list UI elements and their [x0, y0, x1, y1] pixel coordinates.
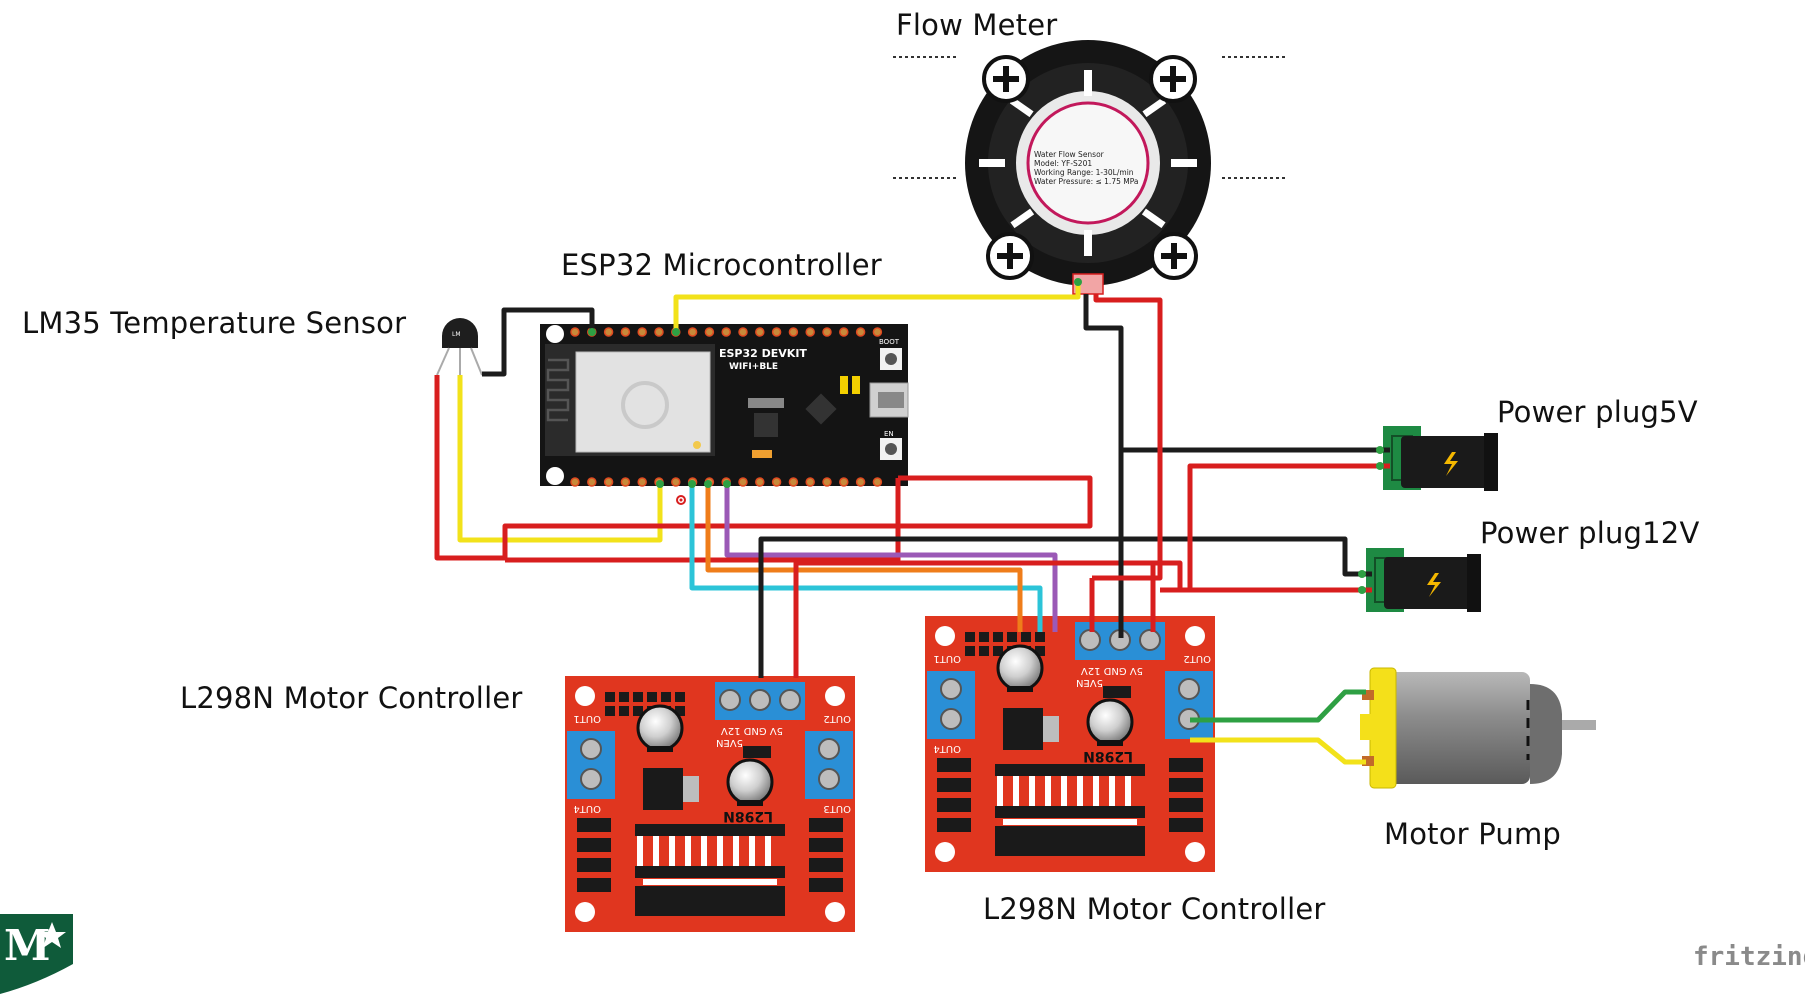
power-bolt-icon [1444, 452, 1458, 476]
esp32-board: ESP32 DEVKIT WIFI+BLE BOOT EN [540, 324, 909, 505]
wire-red-left-12v [793, 560, 1180, 678]
esp32-pin [654, 327, 664, 337]
label-flow-meter: Flow Meter [896, 8, 1058, 42]
power-plug-5v [1383, 426, 1498, 491]
esp32-pin [822, 327, 832, 337]
flow-sensor-text-4: Water Pressure: ≤ 1.75 MPa [1034, 177, 1139, 186]
esp32-pin [603, 477, 614, 487]
esp32-board-title: ESP32 DEVKIT [719, 347, 807, 360]
esp32-pin [771, 327, 782, 337]
wire-purple [724, 484, 1058, 632]
logo-letter: M [4, 921, 51, 970]
wire-red-flow [1092, 294, 1163, 581]
esp32-pin [788, 327, 799, 337]
esp32-board-subtitle: WIFI+BLE [729, 362, 778, 372]
l298n-right-chip: L298N [1083, 748, 1133, 764]
wire-red-12v [1150, 560, 1372, 632]
esp32-pin [755, 327, 765, 337]
wire-black-left-gnd [758, 536, 1372, 678]
label-l298n-left: L298N Motor Controller [180, 681, 523, 715]
l298n-left-out4: OUT4 [573, 803, 601, 814]
esp32-pin [620, 327, 631, 337]
l298n-left-board: 5V GND 12V 5VEN OUT1 OUT2 OUT4 OUT3 L298… [565, 676, 855, 932]
label-esp32: ESP32 Microcontroller [561, 248, 882, 282]
esp32-pin [587, 477, 597, 487]
label-lm35: LM35 Temperature Sensor [22, 306, 407, 340]
wire-red-lm35 [434, 375, 1093, 561]
wire-green-motor [1190, 689, 1366, 723]
esp32-pin [738, 477, 748, 487]
label-motor-pump: Motor Pump [1384, 817, 1562, 851]
screw-icon [1149, 55, 1197, 103]
l298n-left-power-label: 5V GND 12V [721, 725, 783, 736]
esp32-pin [755, 477, 765, 487]
esp32-pin [570, 327, 580, 337]
power-bolt-icon [1427, 573, 1441, 597]
wire-red-5v [1160, 463, 1390, 593]
flow-sensor-text-2: Model: YF-S201 [1034, 159, 1092, 168]
svg-text:LM: LM [452, 331, 461, 338]
esp32-pin [839, 477, 849, 487]
l298n-left-chip: L298N [723, 808, 773, 824]
wire-cyan [689, 484, 1043, 632]
screw-icon [986, 232, 1034, 280]
esp32-pin [839, 327, 849, 337]
esp32-pin [603, 327, 614, 337]
esp32-pin [704, 327, 715, 337]
l298n-left-out2: OUT2 [823, 713, 851, 724]
esp32-pin [721, 327, 731, 337]
esp32-en-label: EN [884, 430, 894, 438]
screw-icon [1150, 232, 1198, 280]
esp32-pin [855, 477, 866, 487]
esp32-pin [822, 477, 832, 487]
esp32-pin [788, 477, 799, 487]
l298n-left-out3: OUT3 [823, 803, 851, 814]
label-l298n-right: L298N Motor Controller [983, 892, 1326, 926]
wire-yellow-flow [673, 282, 1081, 332]
flow-meter: Water Flow Sensor Model: YF-S201 Working… [893, 40, 1287, 295]
fritzing-watermark: fritzing [1693, 942, 1805, 972]
university-logo: M [0, 914, 73, 994]
esp32-pin [738, 327, 748, 337]
lm35-sensor: LM [436, 318, 483, 376]
esp32-pin [687, 327, 698, 337]
l298n-right-board: 5V GND 12V 5VEN OUT1 OUT2 OUT4 L298N [925, 616, 1215, 872]
screw-icon [982, 55, 1030, 103]
esp32-pin [771, 477, 782, 487]
l298n-left-out1: OUT1 [573, 713, 601, 724]
label-power-12v: Power plug12V [1480, 516, 1700, 550]
esp32-pin [570, 477, 580, 487]
l298n-right-power-label: 5V GND 12V [1081, 665, 1143, 676]
l298n-left-en-label: 5VEN [716, 737, 743, 748]
wire-black-lm35 [482, 307, 595, 377]
wire-black-flow [1083, 294, 1124, 638]
esp32-pin [805, 477, 815, 487]
l298n-right-en-label: 5VEN [1076, 677, 1103, 688]
l298n-right-out2: OUT2 [1183, 653, 1211, 664]
wire-yellow-motor [1190, 737, 1366, 765]
esp32-pin [637, 477, 647, 487]
wire-orange [705, 484, 1023, 632]
esp32-pin [637, 327, 647, 337]
wires [434, 282, 1390, 765]
esp32-pin [855, 327, 866, 337]
label-power-5v: Power plug5V [1497, 395, 1698, 429]
esp32-pin [805, 327, 815, 337]
motor-pump [1360, 667, 1596, 789]
flow-sensor-text-1: Water Flow Sensor [1034, 150, 1105, 159]
l298n-right-out1: OUT1 [933, 653, 961, 664]
esp32-boot-label: BOOT [879, 338, 900, 346]
esp32-pin [671, 477, 681, 487]
flow-sensor-text-3: Working Range: 1-30L/min [1034, 168, 1134, 177]
esp32-pin [872, 327, 883, 337]
l298n-right-out4: OUT4 [933, 743, 961, 754]
esp32-pin [620, 477, 631, 487]
wire-yellow-lm35 [457, 375, 663, 543]
esp32-pin [872, 477, 883, 487]
power-plug-12v [1366, 548, 1481, 612]
wire-red-esp-vin [505, 478, 901, 563]
